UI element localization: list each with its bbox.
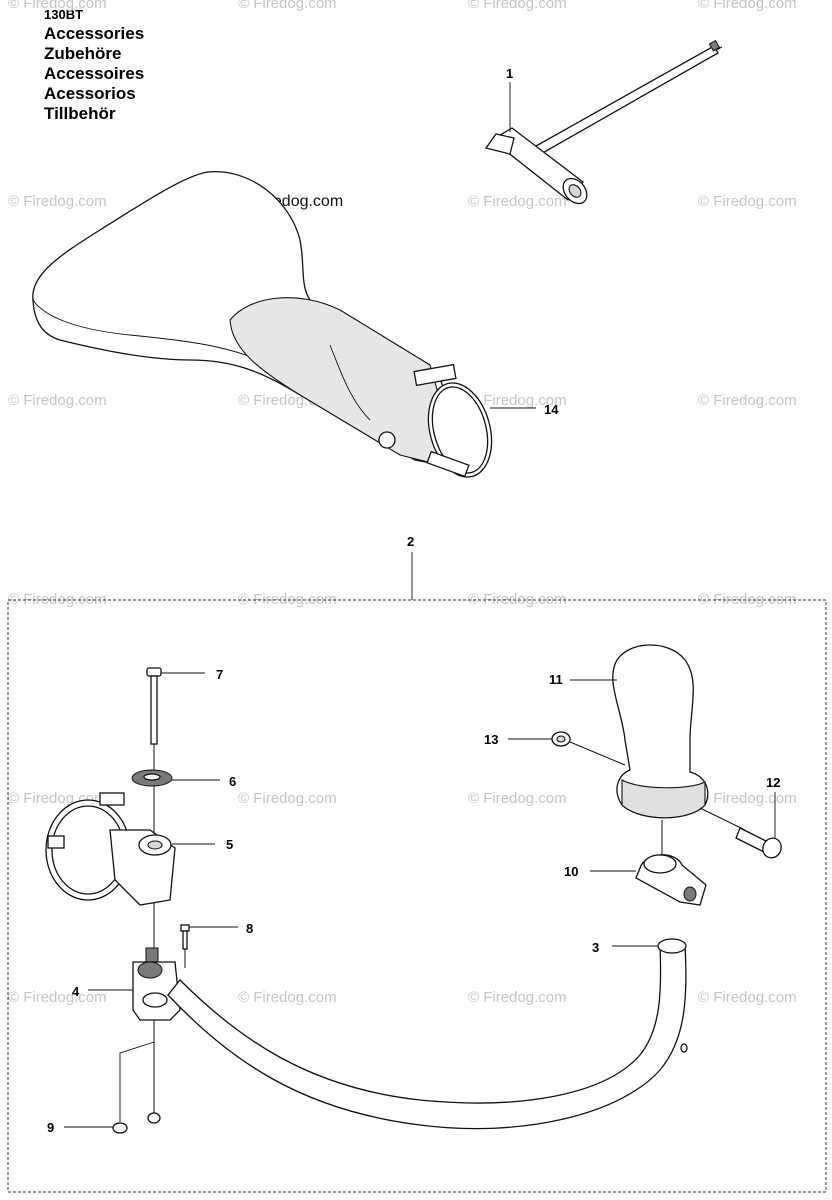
callout-4: 4 xyxy=(72,984,80,999)
watermark: © Firedog.com xyxy=(468,392,567,409)
title-accessories-de: Zubehöre xyxy=(44,44,122,63)
model-number: 130BT xyxy=(44,7,84,22)
watermark: © Firedog.com xyxy=(468,989,567,1006)
handle-bar-part xyxy=(167,938,688,1130)
watermark: © Firedog.com xyxy=(8,591,107,608)
watermark-grid: © Firedog.com © Firedog.com © Firedog.co… xyxy=(8,0,797,1006)
blower-nozzle-part xyxy=(32,171,536,478)
title-accessories-fr: Accessoires xyxy=(44,64,145,83)
watermark: © Firedog.com xyxy=(8,193,107,210)
bolt-part xyxy=(146,667,205,745)
watermark: © Firedog.com xyxy=(468,591,567,608)
callout-6: 6 xyxy=(229,774,236,789)
title-accessories-pt: Acessorios xyxy=(44,84,136,103)
callout-11: 11 xyxy=(549,672,563,687)
title-accessories-en: Accessories xyxy=(44,24,145,43)
callout-2: 2 xyxy=(407,534,414,549)
watermark: © Firedog.com xyxy=(698,193,797,210)
wrench-part xyxy=(484,39,723,205)
title-accessories-sv: Tillbehör xyxy=(44,104,116,123)
callout-13: 13 xyxy=(484,732,498,747)
watermark: © Firedog.com xyxy=(698,591,797,608)
callout-8: 8 xyxy=(246,921,253,936)
callout-1: 1 xyxy=(506,66,513,81)
watermark: © Firedog.com xyxy=(698,989,797,1006)
lower-clamp-part xyxy=(88,947,181,1021)
watermark: © Firedog.com xyxy=(238,989,337,1006)
callout-10: 10 xyxy=(564,864,578,879)
nut-part xyxy=(64,1041,161,1134)
grip-clamp-part xyxy=(590,854,707,906)
watermark: © Firedog.com xyxy=(698,0,797,12)
watermark: © Firedog.com xyxy=(238,0,337,12)
callout-5: 5 xyxy=(226,837,233,852)
title-block: 130BT Accessories Zubehöre Accessoires A… xyxy=(44,6,144,124)
watermark: © Firedog.com xyxy=(468,790,567,807)
grip-screw-part xyxy=(699,792,782,859)
watermark: © Firedog.com xyxy=(238,591,337,608)
upper-clamp-part xyxy=(45,792,215,906)
callout-3: 3 xyxy=(592,940,599,955)
screw-part xyxy=(180,924,238,968)
watermark: © Firedog.com xyxy=(8,392,107,409)
watermark: © Firedog.com xyxy=(698,392,797,409)
watermark: © Firedog.com xyxy=(468,193,567,210)
callouts: 1 2 3 4 5 6 7 8 9 10 11 12 13 14 xyxy=(47,66,780,1135)
callout-14: 14 xyxy=(544,402,559,417)
callout-9: 9 xyxy=(47,1120,54,1135)
watermark: © Firedog.com xyxy=(698,790,797,807)
watermark: © Firedog.com xyxy=(238,790,337,807)
watermark: © Firedog.com xyxy=(468,0,567,12)
handle-grip-part xyxy=(570,644,709,862)
grip-nut-part xyxy=(508,731,626,766)
callout-7: 7 xyxy=(216,667,223,682)
callout-12: 12 xyxy=(766,775,780,790)
watermark: © Firedog.com xyxy=(8,989,107,1006)
watermark: © Firedog.com xyxy=(8,0,107,12)
toothed-washer-part xyxy=(131,769,220,787)
